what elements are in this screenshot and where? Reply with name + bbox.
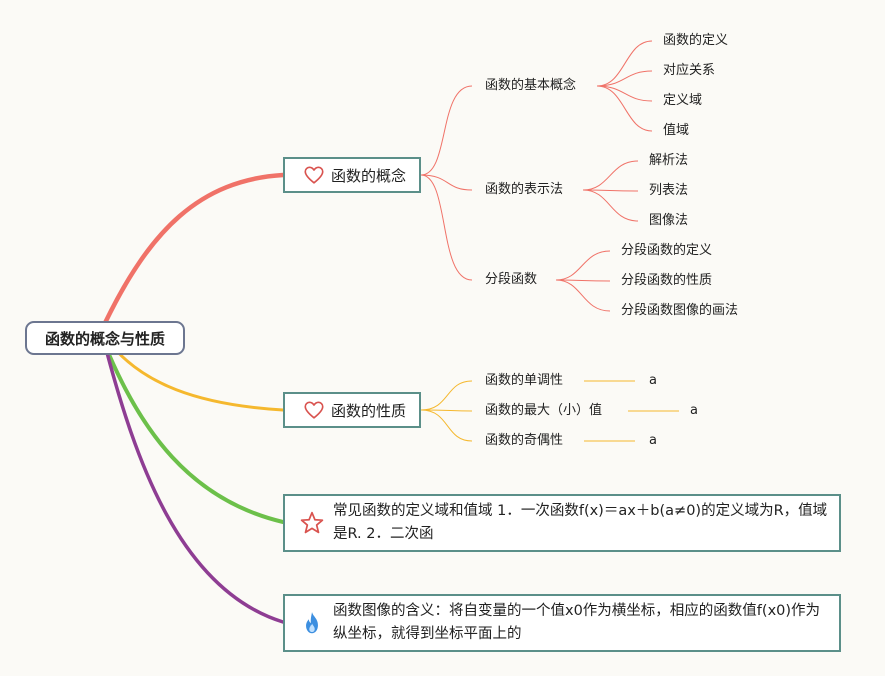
branch-graph-meaning[interactable]: 函数图像的含义：将自变量的一个值x0作为横坐标，相应的函数值f(x0)作为纵坐标… [283,594,841,652]
branch-property-title: 函数的性质 [331,401,407,420]
leaf-monotonicity[interactable]: 函数的单调性 [485,373,564,388]
branch-common-functions[interactable]: 常见函数的定义域和值域 1．一次函数f(x)＝ax＋b(a≠0)的定义域为R，值… [283,494,841,552]
branch-concept[interactable]: 函数的概念 [283,157,421,193]
leaf-piecewise-definition[interactable]: 分段函数的定义 [621,243,713,258]
concept-group-links [420,40,653,312]
flame-icon [306,612,318,634]
leaf-max-min[interactable]: 函数的最大（小）值 [485,403,603,418]
group-piecewise-title[interactable]: 分段函数 [485,272,538,287]
link-root-concept [102,172,286,326]
leaf-graphical[interactable]: 图像法 [649,213,689,228]
link-root-graph [103,343,285,624]
leaf-analytic[interactable]: 解析法 [649,153,689,168]
root-node[interactable]: 函数的概念与性质 [25,321,185,355]
branch-common-functions-text: 常见函数的定义域和值域 1．一次函数f(x)＝ax＋b(a≠0)的定义域为R，值… [333,503,828,542]
property-item-links [420,380,679,442]
branch-graph-meaning-text: 函数图像的含义：将自变量的一个值x0作为横坐标，相应的函数值f(x0)作为纵坐标… [333,603,821,642]
leaf-tabular[interactable]: 列表法 [649,183,689,198]
link-root-common [103,343,285,524]
leaf-range[interactable]: 值域 [663,123,690,138]
leaf-function-definition[interactable]: 函数的定义 [663,33,729,48]
leaf-max-min-value[interactable]: a [690,403,698,418]
leaf-correspondence[interactable]: 对应关系 [663,63,716,78]
group-repr-title[interactable]: 函数的表示法 [485,182,564,197]
leaf-monotonicity-value[interactable]: a [649,373,657,388]
leaf-parity[interactable]: 函数的奇偶性 [485,433,564,448]
leaf-piecewise-graph[interactable]: 分段函数图像的画法 [621,303,739,318]
leaf-piecewise-property[interactable]: 分段函数的性质 [621,273,713,288]
group-basic-title[interactable]: 函数的基本概念 [485,78,577,93]
leaf-domain[interactable]: 定义域 [663,93,703,108]
branch-concept-title: 函数的概念 [331,166,407,185]
star-outline-icon [300,511,324,534]
branch-property[interactable]: 函数的性质 [283,392,421,428]
heart-outline-icon [304,166,324,184]
root-title: 函数的概念与性质 [44,329,165,348]
heart-outline-icon [304,401,324,419]
leaf-parity-value[interactable]: a [649,433,657,448]
